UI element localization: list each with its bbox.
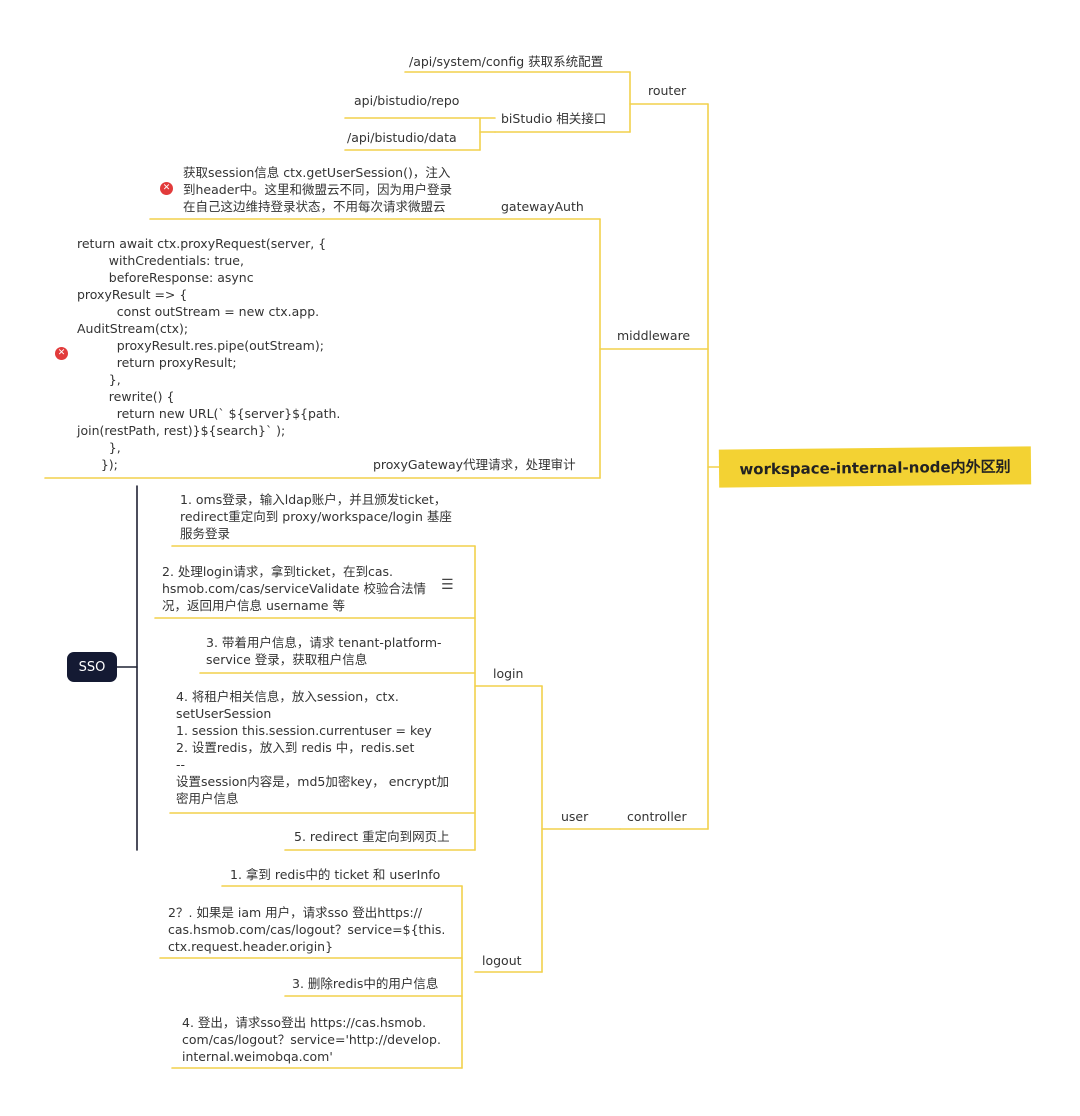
router-config-node[interactable]: /api/system/config 获取系统配置 xyxy=(409,54,604,69)
middleware-node[interactable]: middleware xyxy=(617,328,691,343)
sso-label: SSO xyxy=(78,659,106,675)
proxy-gateway-node[interactable]: proxyGateway代理请求，处理审计 xyxy=(373,457,576,472)
sso-node[interactable]: SSO xyxy=(67,652,117,682)
note-icon: ☰ xyxy=(441,577,454,593)
proxy-code-note[interactable]: return await ctx.proxyRequest(server, { … xyxy=(77,236,341,472)
login-step-4[interactable]: 4. 将租户相关信息，放入session，ctx. setUserSession… xyxy=(176,689,450,806)
bistudio-node[interactable]: biStudio 相关接口 xyxy=(501,111,607,126)
login-step-5[interactable]: 5. redirect 重定向到网页上 xyxy=(294,829,450,844)
user-node[interactable]: user xyxy=(561,809,589,824)
logout-node[interactable]: logout xyxy=(482,953,522,968)
logout-step-3[interactable]: 3. 删除redis中的用户信息 xyxy=(292,976,439,991)
login-step-1[interactable]: 1. oms登录，输入ldap账户，并且颁发ticket， redirect重定… xyxy=(180,492,452,541)
login-node[interactable]: login xyxy=(493,666,524,681)
bistudio-data-node[interactable]: /api/bistudio/data xyxy=(347,130,457,145)
logout-step-1[interactable]: 1. 拿到 redis中的 ticket 和 userInfo xyxy=(230,867,441,882)
login-step-3[interactable]: 3. 带着用户信息，请求 tenant-platform- service 登录… xyxy=(206,635,442,667)
bistudio-repo-node[interactable]: api/bistudio/repo xyxy=(354,93,460,108)
controller-node[interactable]: controller xyxy=(627,809,687,824)
root-title: workspace-internal-node内外区别 xyxy=(739,457,1011,478)
logout-step-2[interactable]: 2？. 如果是 iam 用户，请求sso 登出https:// cas.hsmo… xyxy=(168,905,446,954)
gateway-auth-node[interactable]: gatewayAuth xyxy=(501,199,584,214)
login-step-2[interactable]: 2. 处理login请求，拿到ticket，在到cas. hsmob.com/c… xyxy=(162,564,426,613)
router-node[interactable]: router xyxy=(648,83,687,98)
logout-step-4[interactable]: 4. 登出，请求sso登出 https://cas.hsmob. com/cas… xyxy=(182,1015,441,1064)
gateway-auth-note[interactable]: 获取session信息 ctx.getUserSession()，注入 到hea… xyxy=(183,165,453,214)
root-node[interactable]: workspace-internal-node内外区别 xyxy=(718,446,1032,488)
pin-icon: ✕ xyxy=(160,182,173,195)
pin-icon: ✕ xyxy=(55,347,68,360)
